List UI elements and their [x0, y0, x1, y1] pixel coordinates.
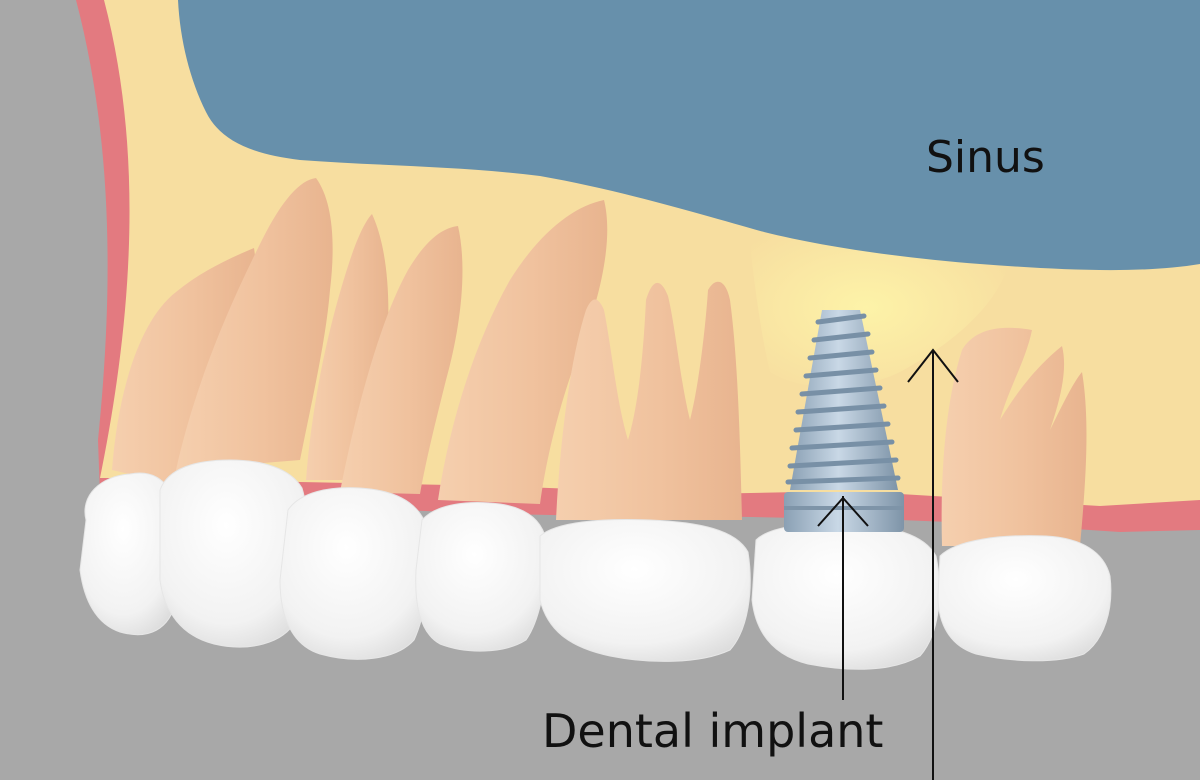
implant-threads [785, 313, 901, 485]
graft-pointer-arrow [907, 348, 959, 780]
maxillary-sinus [178, 0, 1200, 271]
tooth-crown [539, 519, 751, 662]
tooth-crown [279, 487, 429, 660]
implant-pointer-arrow [817, 496, 869, 700]
tooth-root [340, 226, 463, 494]
tooth-root [941, 327, 1087, 546]
dental-implant-label: Dental implant [542, 704, 884, 758]
sinus-label: Sinus [926, 132, 1045, 183]
tooth-root [556, 281, 742, 520]
tooth-crown [415, 502, 547, 652]
implant-crown [751, 523, 940, 670]
tooth-root [438, 200, 608, 504]
tooth-root [176, 178, 333, 470]
bone-graft [748, 228, 1010, 387]
dental-implant [784, 310, 904, 532]
tooth-crown [937, 535, 1112, 662]
